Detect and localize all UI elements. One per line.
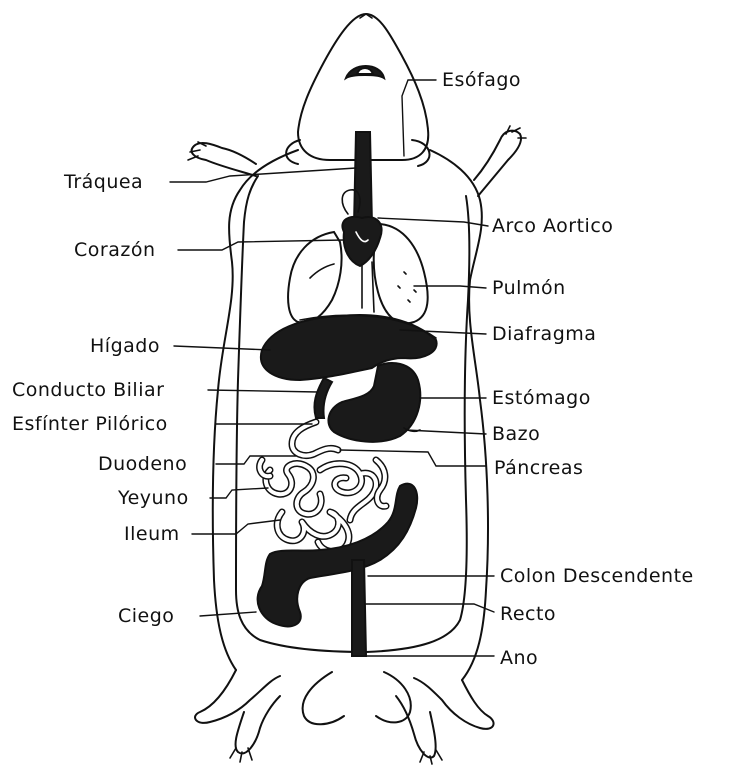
label-recto: Recto [500, 603, 556, 625]
left-lung [288, 232, 342, 323]
label-yeyuno: Yeyuno [117, 487, 189, 509]
right-arm [474, 131, 521, 196]
pulmonary-vessel [362, 262, 374, 312]
label-diafragma: Diafragma [492, 323, 596, 345]
label-ciego: Ciego [118, 605, 174, 627]
left-leg [195, 670, 280, 723]
label-pulmon: Pulmón [492, 277, 566, 299]
left-toes [230, 748, 252, 762]
left-arm [192, 143, 256, 176]
label-esofago: Esófago [442, 69, 521, 91]
label-pancreas: Páncreas [494, 457, 583, 479]
label-bazo: Bazo [492, 423, 540, 445]
tongue [357, 68, 373, 74]
right-lung [374, 224, 428, 323]
organs [258, 132, 437, 656]
colon-cecum [258, 484, 418, 627]
label-colon-descendente: Colon Descendente [500, 565, 694, 587]
bile-duct [314, 378, 332, 418]
label-ileum: Ileum [124, 523, 180, 545]
label-esfinter-pilorico: Esfínter Pilórico [12, 413, 168, 435]
rectum [352, 560, 366, 656]
label-traquea: Tráquea [63, 171, 143, 193]
right-foot [396, 696, 436, 758]
label-arco-aortico: Arco Aortico [492, 215, 613, 237]
tail-base [303, 672, 411, 724]
label-ano: Ano [500, 647, 538, 669]
label-conducto-biliar: Conducto Biliar [12, 379, 164, 401]
right-leg [414, 678, 494, 729]
right-toes [420, 750, 442, 764]
left-foot [236, 696, 280, 753]
label-estomago: Estómago [492, 387, 591, 409]
label-duodeno: Duodeno [98, 453, 187, 475]
label-higado: Hígado [90, 335, 160, 357]
trachea [354, 132, 372, 226]
label-corazon: Corazón [74, 239, 156, 261]
